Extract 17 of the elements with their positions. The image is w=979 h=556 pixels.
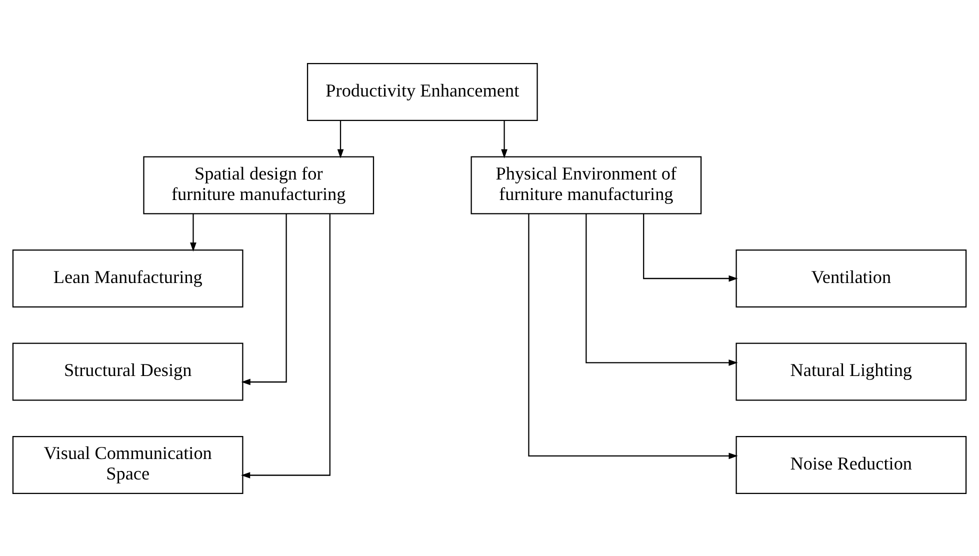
node-box: Productivity Enhancement bbox=[306, 62, 538, 120]
arrow bbox=[643, 213, 738, 282]
node-box: Lean Manufacturing bbox=[12, 249, 244, 307]
node-box: Visual Communication Space bbox=[12, 436, 244, 494]
node-box: Natural Lighting bbox=[736, 342, 967, 400]
arrow bbox=[241, 213, 287, 385]
arrow bbox=[190, 213, 196, 252]
arrow bbox=[501, 120, 508, 158]
arrow bbox=[586, 213, 738, 366]
node-box: Structural Design bbox=[12, 342, 244, 400]
node-box: Spatial design for furniture manufacturing bbox=[143, 156, 374, 214]
node-box: Physical Environment of furniture manufacturing bbox=[470, 156, 702, 214]
node-box: Noise Reduction bbox=[736, 436, 967, 494]
arrow bbox=[241, 214, 330, 478]
node-box: Ventilation bbox=[736, 249, 967, 307]
arrow bbox=[528, 213, 738, 459]
arrow bbox=[337, 120, 344, 158]
